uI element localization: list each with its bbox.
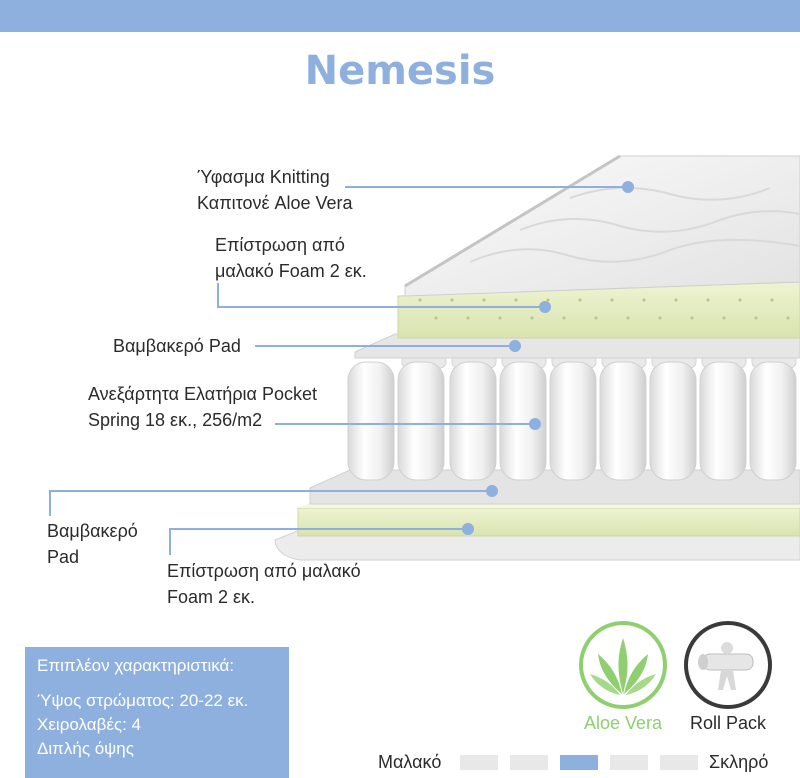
pocket-springs <box>347 353 797 481</box>
spring-coil <box>449 361 497 481</box>
spring-coil <box>549 361 597 481</box>
foam-perforation <box>546 298 550 302</box>
aloe-plant-icon <box>579 621 667 709</box>
spring-coil <box>599 361 647 481</box>
spring-coil <box>749 361 797 481</box>
foam-perforation <box>738 298 742 302</box>
upper-cotton-pad <box>354 333 800 359</box>
top-banner <box>0 0 800 32</box>
foam-perforation <box>418 298 422 302</box>
leader-lines <box>49 181 634 555</box>
firmness-level-1 <box>460 755 498 770</box>
foam-perforation <box>594 316 598 320</box>
foam-perforation <box>514 298 518 302</box>
features-title: Επιπλέον χαρακτηριστικά: <box>37 656 235 675</box>
layer-label-upper-pad: Βαμβακερό Pad <box>113 336 241 356</box>
foam-perforation <box>786 316 790 320</box>
foam-perforation <box>690 316 694 320</box>
feature-handles: Χειρολαβές: 4 <box>37 715 142 734</box>
roll-pack-label: Roll Pack <box>689 713 767 733</box>
firmness-level-3 <box>560 755 598 770</box>
foam-perforation <box>706 298 710 302</box>
top-quilted-fabric <box>404 154 800 297</box>
features-box: Επιπλέον χαρακτηριστικά: Ύψος στρώματος:… <box>25 647 289 778</box>
firmness-level-4 <box>610 755 648 770</box>
foam-perforation <box>754 316 758 320</box>
foam-perforation <box>482 298 486 302</box>
foam-perforation <box>434 316 438 320</box>
foam-perforation <box>722 316 726 320</box>
foam-perforation <box>450 298 454 302</box>
spring-coil <box>649 361 697 481</box>
foam-perforation <box>530 316 534 320</box>
spring-coil <box>347 361 395 481</box>
aloe-vera-label: Aloe Vera <box>583 713 663 733</box>
foam-perforation <box>610 298 614 302</box>
firmness-level-2 <box>510 755 548 770</box>
product-title: Nemesis <box>304 48 496 94</box>
foam-perforation <box>658 316 662 320</box>
spring-coil <box>699 361 747 481</box>
firmness-hard-label: Σκληρό <box>709 752 769 772</box>
roll-pack-person-icon <box>684 621 772 709</box>
foam-perforation <box>562 316 566 320</box>
foam-perforation <box>498 316 502 320</box>
firmness-level-5 <box>660 755 698 770</box>
feature-height: Ύψος στρώματος: 20-22 εκ. <box>37 691 249 710</box>
feature-double-sided: Διπλής όψης <box>37 739 134 758</box>
foam-perforation <box>626 316 630 320</box>
foam-perforation <box>466 316 470 320</box>
spring-coil <box>499 361 547 481</box>
spring-coil <box>397 361 445 481</box>
firmness-soft-label: Μαλακό <box>378 752 442 772</box>
foam-perforation <box>770 298 774 302</box>
foam-perforation <box>578 298 582 302</box>
foam-perforation <box>642 298 646 302</box>
foam-perforation <box>674 298 678 302</box>
